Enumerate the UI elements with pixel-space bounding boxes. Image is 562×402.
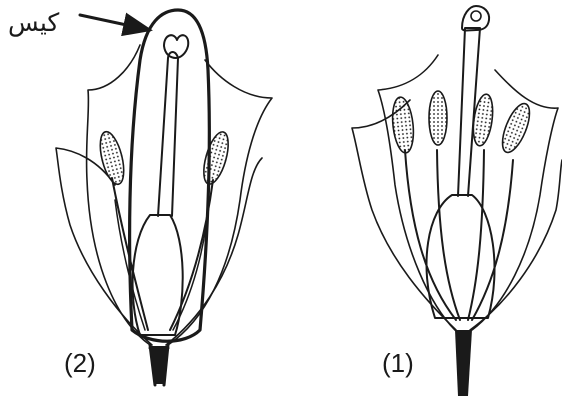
ovary — [427, 195, 495, 318]
flower-open — [352, 6, 562, 396]
petal-front-left — [56, 148, 152, 345]
stigma-dot — [471, 11, 481, 21]
flower-2-label: (2) — [64, 348, 96, 378]
bag-arrow — [80, 15, 150, 30]
bag-label: كيس — [8, 9, 59, 37]
anther-1 — [390, 96, 416, 154]
flower-1-label: (1) — [382, 348, 414, 378]
petal-back-right — [168, 60, 272, 345]
bag — [130, 10, 210, 341]
anther-2 — [429, 91, 447, 145]
stem — [455, 330, 472, 396]
anther-left — [96, 129, 128, 186]
anther-4 — [497, 100, 535, 156]
style — [158, 52, 178, 216]
anther-right — [199, 129, 233, 186]
flower-bagged — [56, 10, 272, 385]
